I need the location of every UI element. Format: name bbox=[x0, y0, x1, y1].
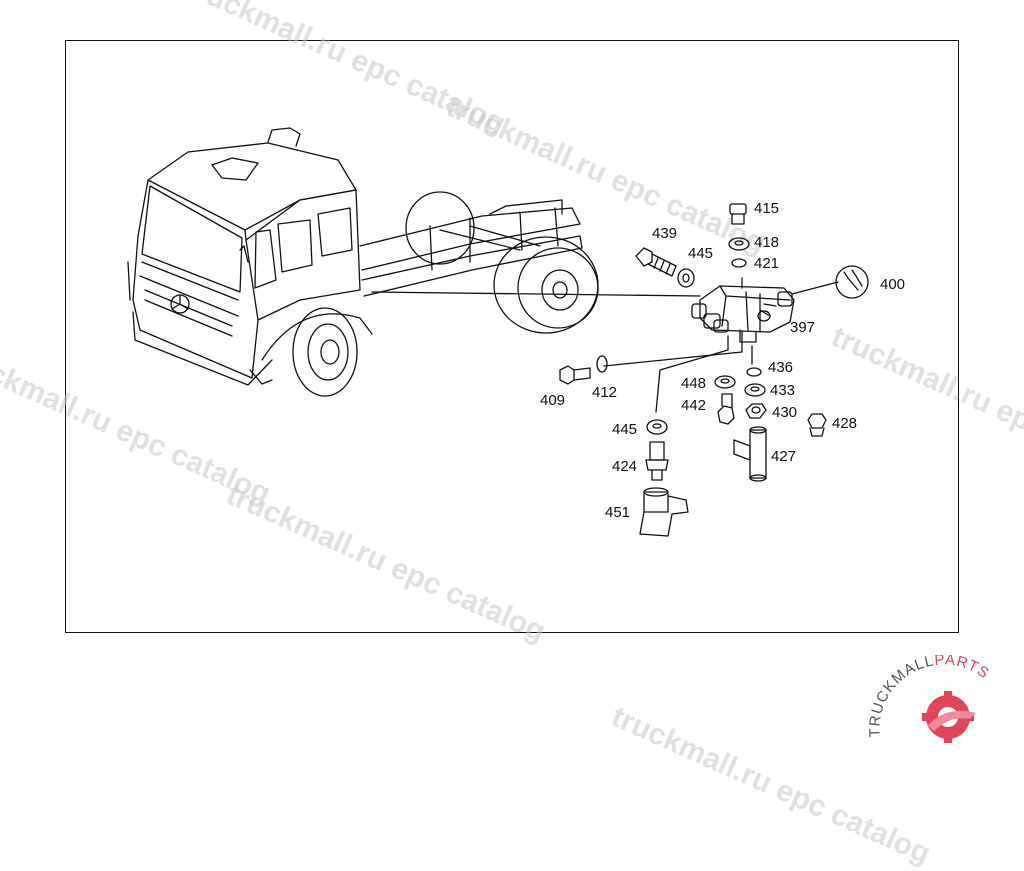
part-442-fitting bbox=[717, 393, 735, 425]
callout-427: 427 bbox=[771, 448, 796, 465]
part-427-tee bbox=[733, 426, 767, 482]
truckmall-parts-logo: TRUCKMALLPARTS bbox=[866, 655, 993, 743]
callout-442: 442 bbox=[681, 397, 706, 414]
part-415-bolt bbox=[729, 203, 747, 225]
part-412-washer bbox=[596, 355, 608, 373]
part-424-nipple bbox=[645, 441, 669, 481]
gear-icon bbox=[922, 691, 976, 743]
part-428-plug bbox=[807, 413, 827, 437]
wrench-icon bbox=[835, 265, 869, 299]
part-448-washer bbox=[714, 375, 736, 389]
callout-439: 439 bbox=[652, 225, 677, 242]
callout-400: 400 bbox=[880, 276, 905, 293]
part-418-washer bbox=[728, 237, 750, 251]
callout-415: 415 bbox=[754, 200, 779, 217]
callout-430: 430 bbox=[772, 404, 797, 421]
logo-text-accent: PARTS bbox=[934, 655, 993, 682]
callout-421: 421 bbox=[754, 255, 779, 272]
callout-433: 433 bbox=[770, 382, 795, 399]
callout-445: 445 bbox=[688, 245, 713, 262]
part-409-bolt bbox=[559, 365, 591, 385]
parts-diagram: 415 439 418 445 421 400 397 436 448 433 … bbox=[127, 127, 905, 537]
callout-436: 436 bbox=[768, 359, 793, 376]
callout-448: 448 bbox=[681, 375, 706, 392]
valve-block bbox=[691, 285, 795, 343]
part-436-ring bbox=[746, 367, 762, 377]
part-439-bolt bbox=[635, 247, 677, 277]
part-451-coupling bbox=[639, 487, 689, 537]
part-445-ring bbox=[677, 268, 695, 288]
callout-418: 418 bbox=[754, 234, 779, 251]
part-445-washer bbox=[646, 419, 668, 435]
diagram-frame bbox=[65, 40, 959, 633]
callout-labels: 415 439 418 445 421 400 397 436 448 433 … bbox=[540, 200, 905, 521]
part-430-nut bbox=[745, 403, 767, 419]
callout-409: 409 bbox=[540, 392, 565, 409]
callout-451: 451 bbox=[605, 504, 630, 521]
part-421-ring bbox=[731, 258, 747, 268]
callout-445-lower: 445 bbox=[612, 421, 637, 438]
part-433-washer bbox=[744, 383, 766, 397]
callout-412: 412 bbox=[592, 384, 617, 401]
leader-lines bbox=[603, 277, 839, 413]
callout-424: 424 bbox=[612, 458, 637, 475]
logo-text-main: TRUCKMALL bbox=[866, 655, 935, 738]
truck-illustration bbox=[127, 127, 701, 397]
callout-428: 428 bbox=[832, 415, 857, 432]
callout-397: 397 bbox=[790, 319, 815, 336]
